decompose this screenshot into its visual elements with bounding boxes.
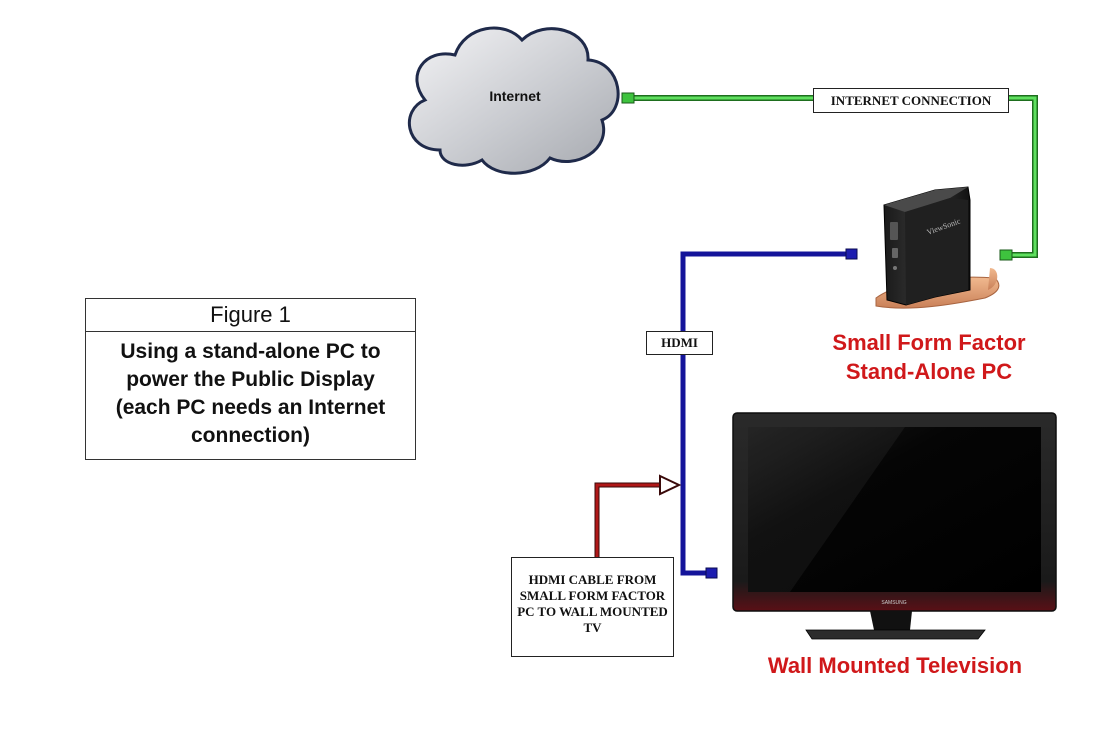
internet-cloud-icon — [408, 26, 620, 175]
television-icon: SAMSUNG — [732, 412, 1057, 640]
hdmi-cable-label: HDMI CABLE FROM SMALL FORM FACTOR PC TO … — [511, 557, 674, 657]
internet-connector-pc — [999, 249, 1013, 261]
figure-box: Figure 1 Using a stand-alone PC to power… — [85, 298, 416, 460]
hdmi-connector-pc — [845, 248, 858, 260]
internet-cable — [621, 92, 1038, 261]
pc-title-line2: Stand-Alone PC — [845, 359, 1013, 384]
tv-brand-text: SAMSUNG — [881, 600, 906, 606]
figure-title: Figure 1 — [86, 299, 415, 332]
figure-caption: Using a stand-alone PC to power the Publ… — [115, 340, 386, 447]
pc-title: Small Form Factor Stand-Alone PC — [806, 328, 1052, 386]
hdmi-cable — [680, 248, 858, 579]
mini-pc-icon: ViewSonic — [875, 186, 1000, 309]
tv-title: Wall Mounted Television — [767, 653, 1023, 678]
internet-connection-label: INTERNET CONNECTION — [813, 88, 1009, 113]
hdmi-label: HDMI — [646, 331, 713, 355]
internet-connector-cloud — [621, 92, 635, 104]
hdmi-connector-tv — [705, 567, 718, 579]
pc-title-line1: Small Form Factor — [832, 330, 1026, 355]
internet-label: Internet — [489, 88, 541, 104]
pointer-arrow — [594, 474, 682, 557]
